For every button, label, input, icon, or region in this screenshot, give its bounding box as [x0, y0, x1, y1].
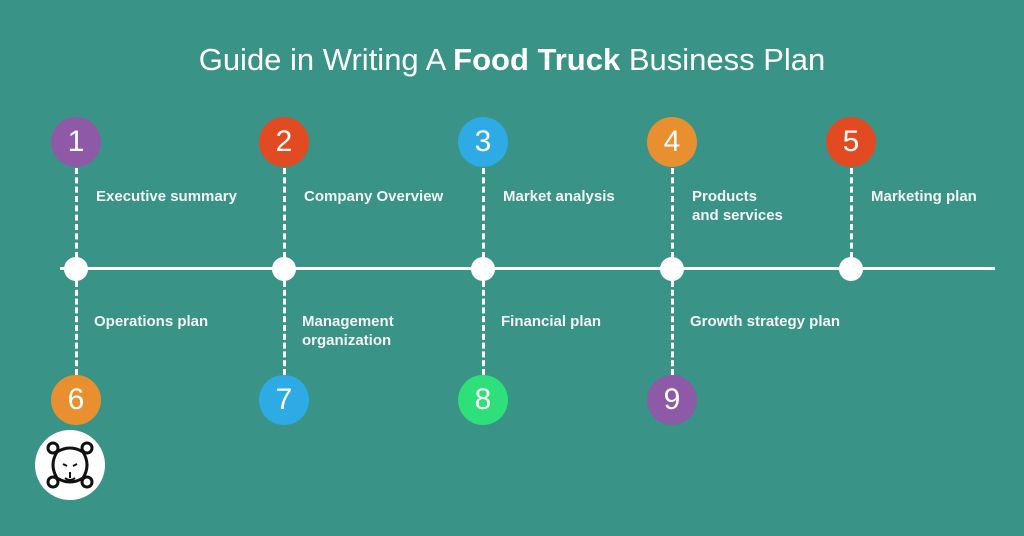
connector-dash [850, 168, 853, 258]
connector-dash [283, 281, 286, 375]
step-number-badge: 7 [259, 375, 309, 425]
step-number-badge: 2 [259, 117, 309, 167]
timeline-node [272, 257, 296, 281]
step-label: Financial plan [501, 313, 602, 330]
connector-dash [75, 168, 78, 258]
connector-dash [671, 168, 674, 258]
step-label: Executive summary [96, 188, 237, 205]
tiger-logo-icon [35, 430, 105, 500]
connector-dash [75, 281, 78, 375]
page-title: Guide in Writing A Food Truck Business P… [198, 42, 826, 77]
step-label: Company Overview [304, 188, 444, 205]
step-label: Management organization [302, 313, 394, 349]
step-number-badge: 5 [826, 117, 876, 167]
step-number-badge: 6 [51, 375, 101, 425]
timeline-line [60, 267, 995, 270]
step-label: Products and services [692, 188, 783, 224]
timeline-node [471, 257, 495, 281]
connector-dash [671, 281, 674, 375]
timeline-node [660, 257, 684, 281]
step-number-badge: 9 [647, 375, 697, 425]
step-number-badge: 8 [458, 375, 508, 425]
step-number-badge: 1 [51, 117, 101, 167]
step-label: Growth strategy plan [690, 313, 841, 330]
step-label: Market analysis [503, 188, 615, 205]
step-label: Marketing plan [871, 188, 977, 205]
connector-dash [482, 281, 485, 375]
step-label: Operations plan [94, 313, 209, 330]
timeline-node [64, 257, 88, 281]
step-number-badge: 4 [647, 117, 697, 167]
connector-dash [482, 168, 485, 258]
timeline-node [839, 257, 863, 281]
step-number-badge: 3 [458, 117, 508, 167]
connector-dash [283, 168, 286, 258]
